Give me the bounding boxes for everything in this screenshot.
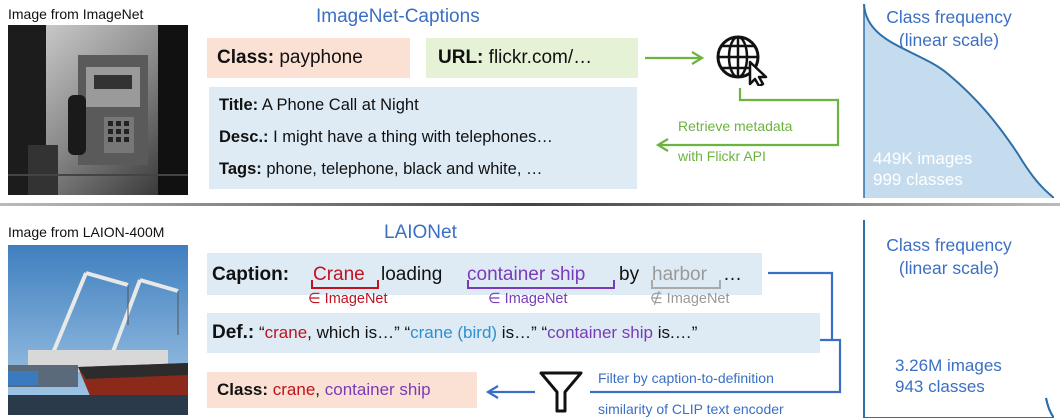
def-q3-word: container ship xyxy=(547,323,653,342)
metadata-tags-label: Tags: xyxy=(219,160,262,178)
payphone-photo xyxy=(8,25,188,195)
top-freq-title: Class frequency (linear scale) xyxy=(874,6,1024,52)
top-stat-classes: 999 classes xyxy=(873,170,963,189)
metadata-title-row: Title: A Phone Call at Night xyxy=(219,96,419,115)
bracket-container-ship xyxy=(467,280,615,289)
metadata-title-value: A Phone Call at Night xyxy=(261,96,419,114)
def-q3-rest: is.…” xyxy=(652,323,698,342)
def-q1-open: “ xyxy=(258,323,265,342)
top-freq-title-line1: Class frequency xyxy=(886,7,1012,27)
caption-connector xyxy=(768,271,834,342)
caption-word-container-ship: container ship xyxy=(467,264,586,285)
top-freq-stats: 449K images 999 classes xyxy=(873,148,972,190)
notin-imagenet-label: ∉ ImageNet xyxy=(650,291,730,307)
bottom-frequency-curve xyxy=(863,220,1054,418)
bottom-class-crane: crane xyxy=(272,380,316,399)
filter-text-2: similarity of CLIP text encoder xyxy=(598,401,784,417)
def-q3-open: “ xyxy=(541,323,548,342)
top-class-box: Class: payphone xyxy=(207,38,410,78)
top-image-caption: Image from ImageNet xyxy=(8,6,144,22)
def-q1-rest: , which is…” xyxy=(307,323,405,342)
bottom-class-label: Class: xyxy=(217,380,269,399)
metadata-tags-value: phone, telephone, black and white, … xyxy=(266,160,543,178)
caption-box: Caption: Crane loading container ship by… xyxy=(207,253,762,295)
def-q1-word: crane xyxy=(264,323,308,342)
definition-box: Def.: “crane, which is…” “crane (bird) i… xyxy=(207,313,820,353)
payphone-illustration xyxy=(8,25,188,195)
def-q2-rest: is…” xyxy=(497,323,542,342)
bottom-stat-classes: 943 classes xyxy=(895,377,985,396)
caption-ellipsis: … xyxy=(723,264,742,285)
in-imagenet-label-2: ∈ ImageNet xyxy=(488,291,568,307)
bottom-title: LAIONet xyxy=(384,222,457,243)
caption-label: Caption: xyxy=(212,264,290,285)
metadata-tags-row: Tags: phone, telephone, black and white,… xyxy=(219,160,542,179)
bottom-freq-title: Class frequency (linear scale) xyxy=(874,234,1024,280)
metadata-desc-row: Desc.: I might have a thing with telepho… xyxy=(219,128,553,147)
filter-text-1: Filter by caption-to-definition xyxy=(598,370,774,386)
bottom-image-caption: Image from LAION-400M xyxy=(8,224,165,240)
crane-ship-photo xyxy=(8,245,188,415)
bracket-harbor xyxy=(651,280,721,289)
funnel-filter-icon xyxy=(539,371,583,413)
bottom-class-box: Class: crane, container ship xyxy=(207,372,477,408)
bottom-freq-title-line2: (linear scale) xyxy=(898,258,1000,278)
caption-word-harbor: harbor xyxy=(652,264,707,285)
top-class-label: Class: xyxy=(217,47,275,68)
bottom-class-ship: container ship xyxy=(324,380,431,399)
top-metadata-box: Title: A Phone Call at Night Desc.: I mi… xyxy=(209,87,637,189)
bracket-crane xyxy=(311,280,379,289)
caption-word-crane: Crane xyxy=(313,264,365,285)
in-imagenet-label-1: ∈ ImageNet xyxy=(308,291,388,307)
top-frequency-curve xyxy=(863,4,1054,198)
globe-cursor-icon xyxy=(716,35,768,86)
top-stat-images: 449K images xyxy=(873,149,973,168)
metadata-title-label: Title: xyxy=(219,96,259,114)
bottom-freq-title-line1: Class frequency xyxy=(886,235,1012,255)
top-url-value: flickr.com/… xyxy=(488,47,593,68)
bottom-freq-stats: 3.26M images 943 classes xyxy=(895,355,1002,397)
def-label: Def.: xyxy=(212,322,255,343)
caption-word-by: by xyxy=(619,264,640,285)
retrieve-arrow xyxy=(658,88,840,147)
top-arrows xyxy=(645,51,840,152)
crane-ship-illustration xyxy=(8,245,188,415)
bottom-class-sep: , xyxy=(315,380,325,399)
retrieve-text-2: with Flickr API xyxy=(678,148,766,164)
top-title: ImageNet-Captions xyxy=(316,6,480,27)
metadata-desc-value: I might have a thing with telephones… xyxy=(273,128,553,146)
caption-word-loading: loading xyxy=(381,264,443,285)
def-q2-open: “ xyxy=(404,323,411,342)
def-q2-word: crane (bird) xyxy=(410,323,498,342)
retrieve-text-1: Retrieve metadata xyxy=(678,118,793,134)
filter-connector xyxy=(590,338,842,394)
top-class-value: payphone xyxy=(279,47,363,68)
metadata-desc-label: Desc.: xyxy=(219,128,269,146)
top-url-label: URL: xyxy=(438,47,484,68)
section-divider xyxy=(0,203,1060,206)
bottom-stat-images: 3.26M images xyxy=(895,356,1002,375)
top-freq-title-line2: (linear scale) xyxy=(898,30,1000,50)
top-url-box: URL: flickr.com/… xyxy=(426,38,638,78)
